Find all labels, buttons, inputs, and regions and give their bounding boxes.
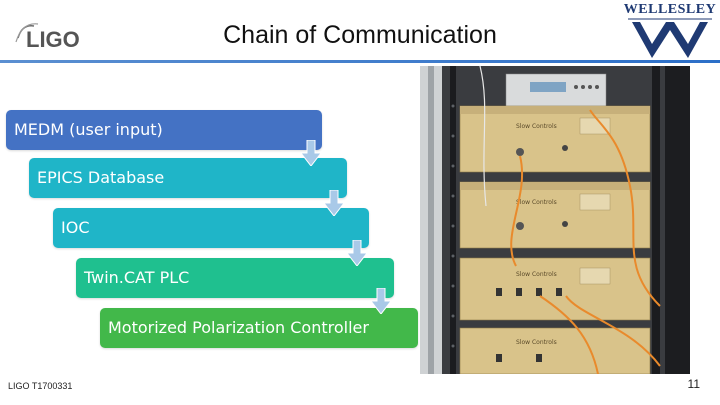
down-arrow-icon — [324, 190, 344, 216]
down-arrow-icon — [301, 140, 321, 166]
equipment-rack-photo: Slow Controls Slow Controls Slow Control… — [420, 66, 690, 374]
flow-step-label: EPICS Database — [37, 168, 165, 187]
wellesley-logo-text: WELLESLEY — [623, 2, 717, 17]
flow-step-epics: EPICS Database — [29, 158, 347, 198]
chassis-label: Slow Controls — [516, 199, 557, 206]
flow-step-label: Motorized Polarization Controller — [108, 318, 369, 337]
flow-step-label: Twin.CAT PLC — [84, 268, 190, 287]
chassis-label: Slow Controls — [516, 271, 557, 278]
flow-step-ioc: IOC — [53, 208, 369, 248]
wellesley-logo — [622, 2, 718, 60]
chassis-label: Slow Controls — [516, 339, 557, 346]
slide-title: Chain of Communication — [223, 21, 497, 49]
ligo-logo-text: LIGO — [26, 27, 80, 52]
flow-step-label: MEDM (user input) — [14, 120, 163, 139]
flow-step-polarization-controller: Motorized Polarization Controller — [100, 308, 418, 348]
header-divider — [0, 60, 720, 63]
flow-step-twincat: Twin.CAT PLC — [76, 258, 394, 298]
down-arrow-icon — [347, 240, 367, 266]
flow-step-medm: MEDM (user input) — [6, 110, 322, 150]
document-reference: LIGO T1700331 — [8, 381, 73, 391]
down-arrow-icon — [371, 288, 391, 314]
chassis-label: Slow Controls — [516, 123, 557, 130]
flow-step-label: IOC — [61, 218, 90, 237]
ligo-logo: LIGO — [12, 14, 102, 54]
page-number: 11 — [687, 377, 700, 391]
